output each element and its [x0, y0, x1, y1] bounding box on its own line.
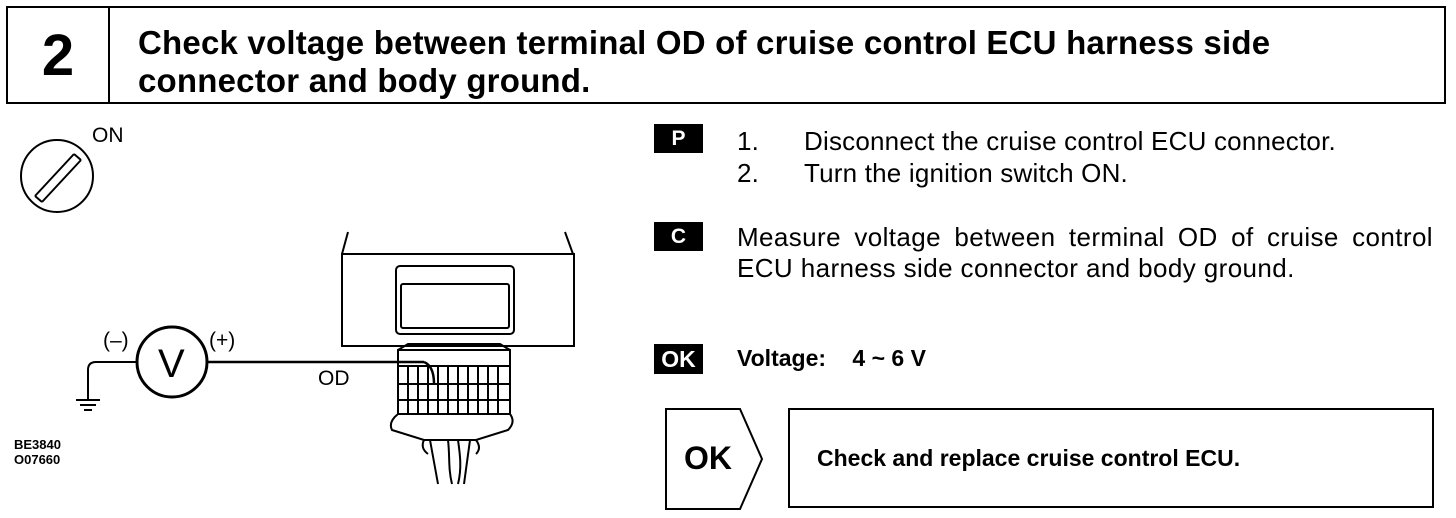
check-instruction: Measure voltage between terminal OD of c…	[737, 222, 1433, 283]
check-tag: C	[654, 222, 703, 251]
result-action-box: Check and replace cruise control ECU.	[788, 408, 1434, 508]
voltage-spec-label: Voltage:	[737, 345, 827, 371]
probe-lead	[207, 360, 436, 385]
ignition-key-icon	[20, 139, 94, 213]
prep-step-2-number: 2.	[737, 158, 760, 188]
voltage-spec: Voltage: 4 ~ 6 V	[737, 345, 926, 372]
step-title-line1: Check voltage between terminal OD of cru…	[138, 24, 1271, 61]
terminal-od-label: OD	[318, 367, 350, 390]
negative-lead-label: (–)	[103, 329, 129, 352]
step-title: Check voltage between terminal OD of cru…	[110, 8, 1444, 102]
wiring-illustration: ON (–) (+) V OD BE3840 O07660	[0, 104, 630, 518]
voltage-spec-value: 4 ~ 6 V	[852, 345, 926, 371]
step-title-line2: connector and body ground.	[138, 62, 591, 99]
ignition-on-label: ON	[92, 124, 124, 147]
preparation-tag: P	[654, 124, 703, 153]
positive-lead-label: (+)	[209, 329, 236, 352]
ok-arrow-icon	[665, 408, 764, 510]
prep-step-1-text: Disconnect the cruise control ECU connec…	[804, 126, 1336, 156]
illustration-drawing	[20, 139, 575, 485]
figure-code-2: O07660	[14, 452, 61, 467]
step-number: 2	[8, 8, 110, 102]
harness-connector	[389, 343, 514, 485]
prep-step-2-text: Turn the ignition switch ON.	[804, 158, 1128, 188]
figure-code-1: BE3840	[14, 437, 61, 452]
ground-symbol-icon	[76, 361, 137, 411]
voltmeter-symbol: V	[158, 342, 185, 386]
prep-step-1-number: 1.	[737, 126, 760, 156]
ok-spec-tag: OK	[654, 344, 703, 374]
result-action-text: Check and replace cruise control ECU.	[817, 444, 1241, 471]
ecu-housing	[341, 231, 575, 347]
step-header: 2 Check voltage between terminal OD of c…	[6, 6, 1446, 104]
ok-arrow-label: OK	[684, 440, 732, 476]
